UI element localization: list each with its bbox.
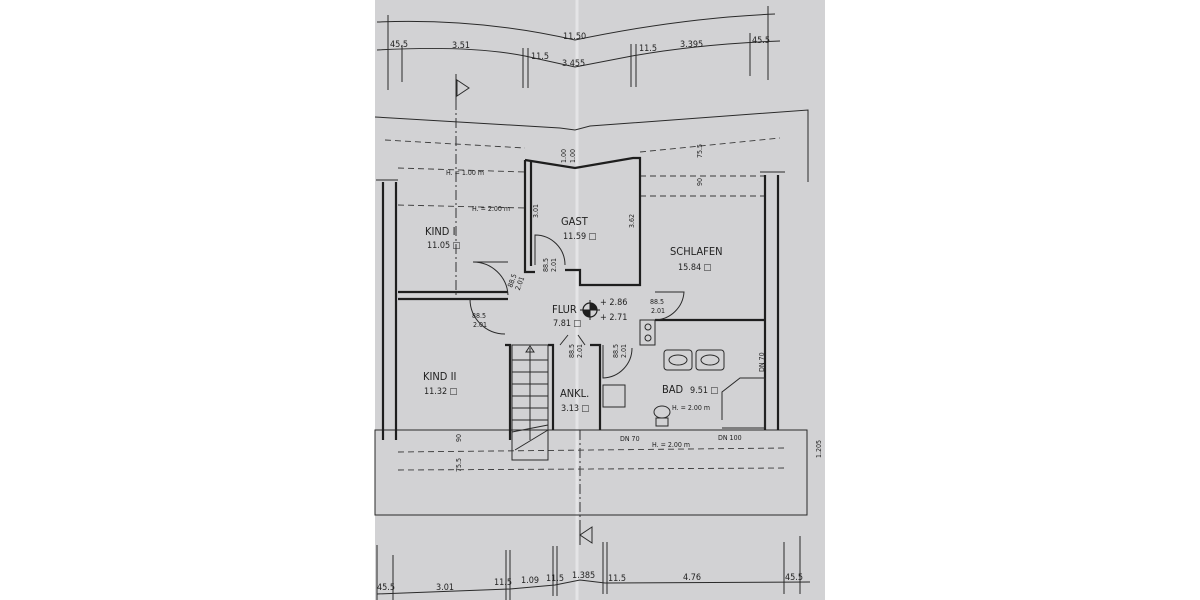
door-label-ankl: 88.5 2.01 <box>568 344 584 358</box>
dim-bottom-kind: 3.01 <box>436 583 454 593</box>
bathroom-fixtures <box>602 323 766 429</box>
dim-roof-top-b: 90 <box>696 178 704 186</box>
note-height-2m-kind: H. = 2.00 m <box>472 205 510 213</box>
level-upper: + 2.86 <box>600 298 627 308</box>
dim-gast-wall-left: 3.01 <box>532 204 540 218</box>
roof-outline-bottom <box>374 429 808 516</box>
tub-dn70: DN 70 <box>758 352 766 372</box>
level-lower: + 2.71 <box>600 313 627 323</box>
bottom-dimension-chain: 45.5 3.01 11.5 1.09 11.5 1.385 11.5 4.76… <box>376 536 811 600</box>
room-area-bad: 9.51 □ <box>690 386 718 396</box>
svg-text:88.5: 88.5 <box>472 312 486 320</box>
dim-bottom-bad: 4.76 <box>683 573 701 583</box>
roof-outline-top <box>374 109 809 182</box>
svg-text:2.01: 2.01 <box>651 307 665 315</box>
wall-gast <box>524 156 642 287</box>
door-label-gast: 88.5 2.01 <box>542 258 558 272</box>
dim-top-kind: 3.51 <box>452 41 470 51</box>
dim-bottom-left-edge: 45.5 <box>377 583 395 593</box>
door-ankl <box>559 334 586 346</box>
section-marker-bottom <box>579 520 593 545</box>
door-label-kind2: 88.5 2.01 <box>472 312 487 329</box>
door-bad <box>602 345 633 379</box>
room-area-gast: 11.59 □ <box>563 232 596 242</box>
wall-left <box>381 182 398 440</box>
svg-text:2.01: 2.01 <box>620 344 628 358</box>
dim-bottom-stair: 1.09 <box>521 576 539 586</box>
dim-bottom-ankl: 1.385 <box>572 571 595 581</box>
dim-gast-window-b: 1.00 <box>569 149 577 163</box>
wall-caps <box>376 171 785 181</box>
room-area-flur: 7.81 □ <box>553 319 581 329</box>
svg-text:88.5: 88.5 <box>650 298 664 306</box>
roof-dash-bottom <box>397 447 786 471</box>
room-name-kind1: KIND I <box>425 225 456 238</box>
dim-top-wall-right: 11.5 <box>639 44 657 54</box>
note-height-1m: H. = 1.00 m <box>446 169 484 177</box>
note-height-2m-bad: H. = 2.00 m <box>672 404 710 412</box>
wall-gast-left <box>523 160 535 274</box>
dim-gast-wall-right: 3.62 <box>628 214 636 228</box>
pipe-dn100: DN 100 <box>718 434 742 442</box>
section-marker-top <box>455 74 470 100</box>
dim-top-gast: 3.455 <box>562 59 585 69</box>
dim-right-side: 1.205 <box>815 440 823 458</box>
dim-bottom-wall-2: 11.5 <box>546 574 564 584</box>
level-marker-icon <box>580 300 600 320</box>
dim-bottom-right-edge: 45.5 <box>785 573 803 583</box>
dim-top-left-edge: 45.5 <box>390 40 408 50</box>
svg-text:88.5: 88.5 <box>568 344 576 358</box>
svg-text:88.5: 88.5 <box>542 258 550 272</box>
room-name-bad: BAD <box>662 383 684 396</box>
room-area-kind1: 11.05 □ <box>427 241 460 251</box>
dim-bottom-wall-1: 11.5 <box>494 578 512 588</box>
dim-top-wall-left: 11.5 <box>531 52 549 62</box>
room-name-gast: GAST <box>561 215 589 228</box>
dim-roof-bottom-b: 75.5 <box>455 458 463 472</box>
room-area-schlafen: 15.84 □ <box>678 263 711 273</box>
dim-top-total: 11.50 <box>563 32 586 42</box>
dim-gast-window-a: 1.00 <box>560 149 568 163</box>
roof-dash-1m <box>397 167 770 177</box>
svg-text:2.01: 2.01 <box>473 321 487 329</box>
dim-roof-bottom-a: 90 <box>455 434 463 442</box>
room-area-kind2: 11.32 □ <box>424 387 457 397</box>
door-kind1 <box>472 261 509 296</box>
room-name-kind2: KIND II <box>423 370 456 383</box>
note-height-2m-lower: H. = 2.00 m <box>652 441 690 449</box>
room-name-ankl: ANKL. <box>560 387 589 400</box>
wall-shaft <box>639 319 656 346</box>
staircase <box>511 344 549 461</box>
dim-bottom-wall-3: 11.5 <box>608 574 626 584</box>
svg-text:2.01: 2.01 <box>576 344 584 358</box>
room-area-ankl: 3.13 □ <box>561 404 589 414</box>
roof-dash-top <box>384 137 781 153</box>
dim-top-schlafen: 3.395 <box>680 40 703 50</box>
dim-roof-top-a: 75.5 <box>696 144 704 158</box>
svg-text:2.01: 2.01 <box>550 258 558 272</box>
roof-dash-2m <box>397 195 770 209</box>
door-schlafen <box>654 291 685 321</box>
top-dimension-chain: 45.5 3.51 11.5 11.50 3.455 11.5 3.395 45… <box>376 6 781 90</box>
dim-top-right-edge: 45.5 <box>752 36 770 46</box>
room-name-flur: FLUR <box>552 303 577 316</box>
door-label-schlafen: 88.5 2.01 <box>650 298 665 315</box>
svg-text:88.5: 88.5 <box>612 344 620 358</box>
wall-flur <box>505 343 602 440</box>
wall-kind-divider <box>398 290 508 301</box>
door-kind2 <box>469 298 506 335</box>
room-name-schlafen: SCHLAFEN <box>670 245 723 258</box>
pipe-dn70: DN 70 <box>620 435 640 443</box>
door-gast <box>534 234 566 266</box>
door-label-bad: 88.5 2.01 <box>612 344 628 358</box>
